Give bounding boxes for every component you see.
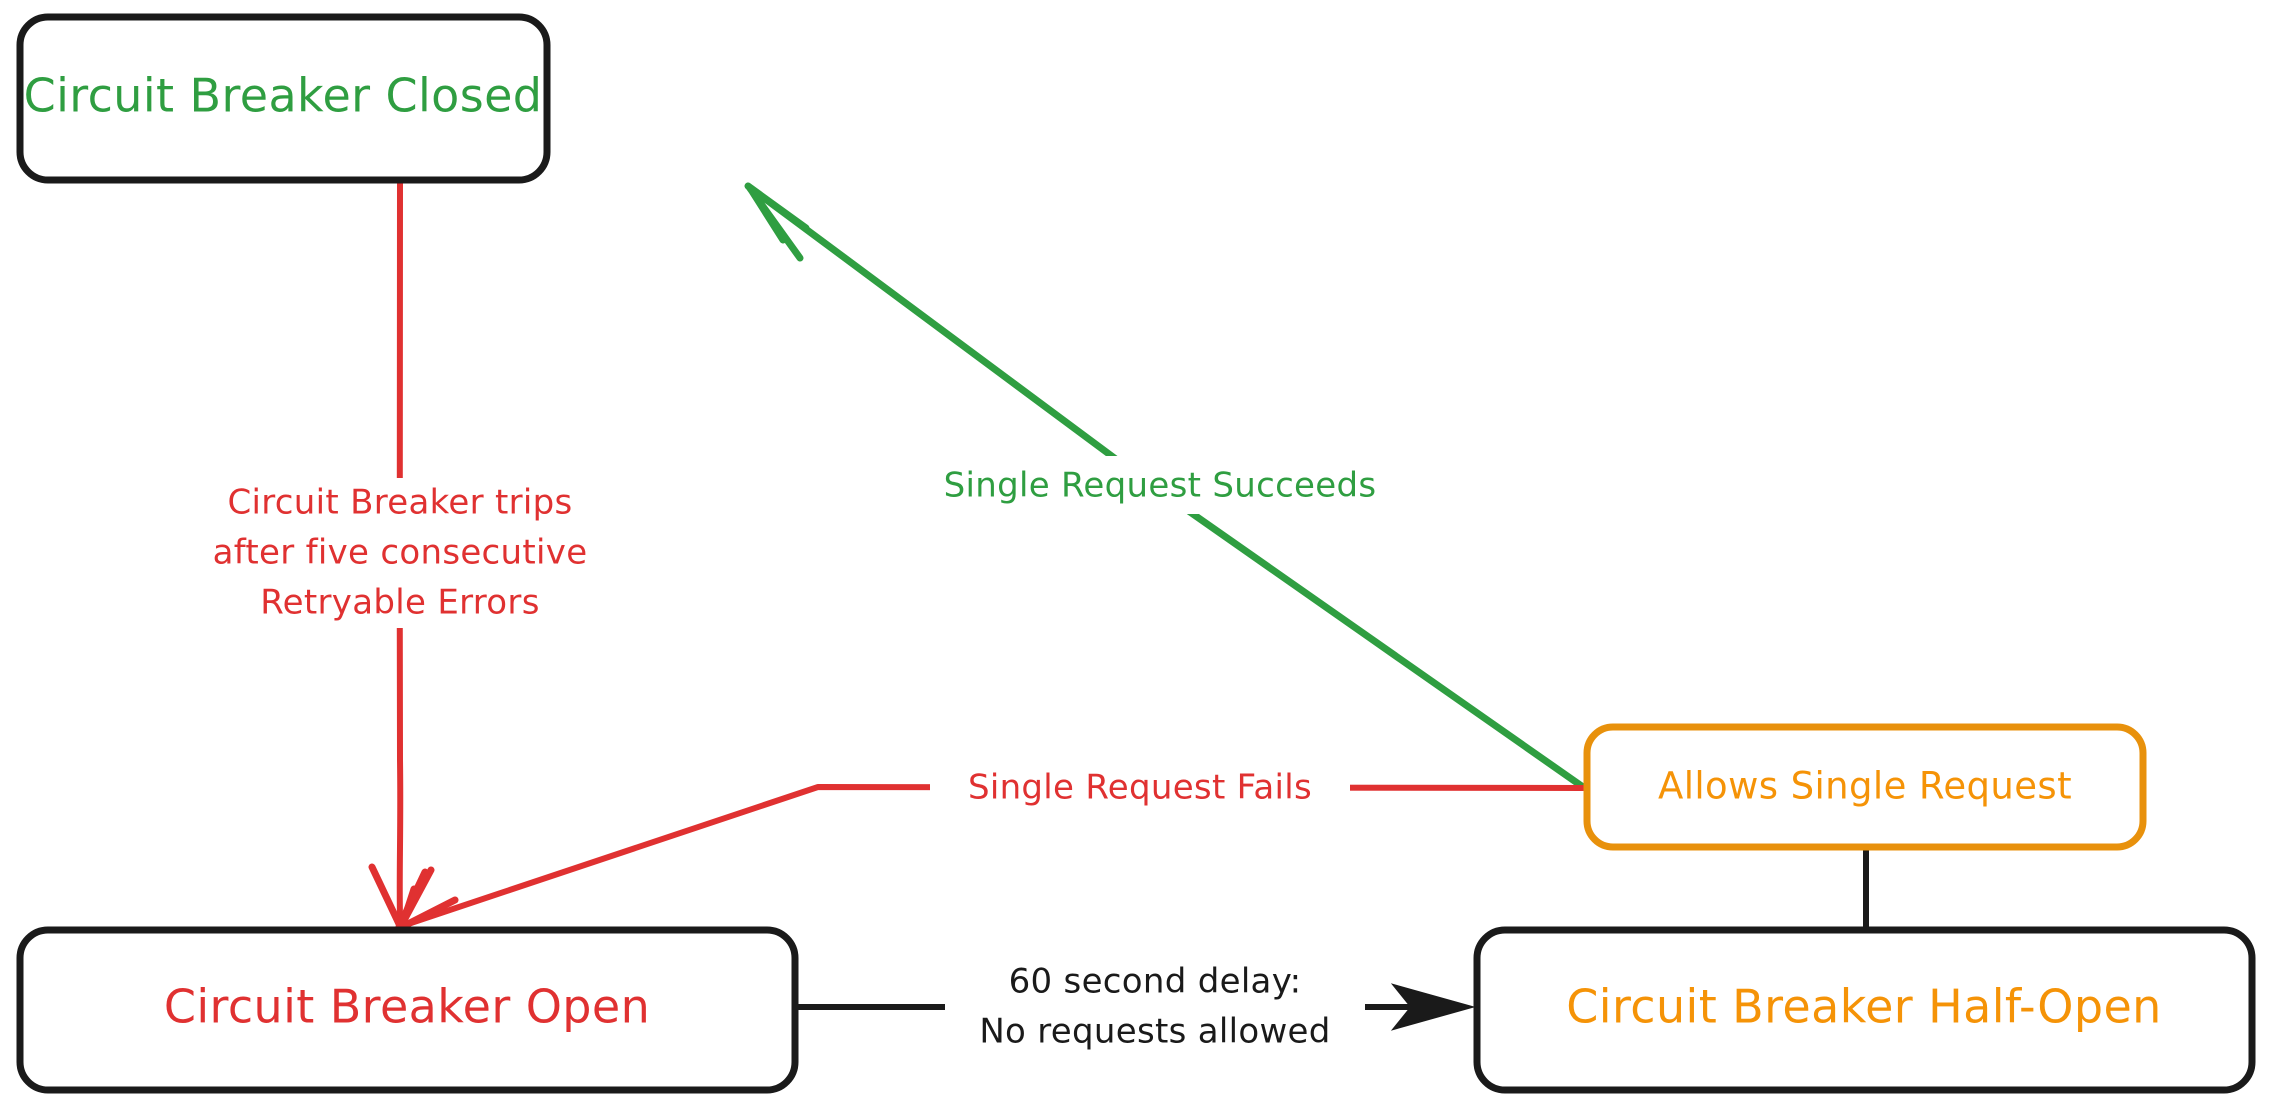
edge-label-closed-to-open-line-1: Circuit Breaker trips [227,483,572,523]
node-circuit-breaker-closed-label: Circuit Breaker Closed [24,69,543,123]
edge-label-allows-to-open-bg [930,760,1350,816]
node-circuit-breaker-half-open[interactable]: Circuit Breaker Half-Open [1473,926,2256,1094]
edge-open-to-halfopen-arrowhead [1390,983,1476,1031]
node-circuit-breaker-open-label: Circuit Breaker Open [164,980,650,1034]
node-allows-single-request-shape[interactable] [1583,723,2147,851]
node-circuit-breaker-closed[interactable]: Circuit Breaker Closed [16,13,551,184]
edge-label-allows-to-closed-text: Single Request Succeeds [944,466,1377,506]
node-circuit-breaker-open-shape[interactable] [16,926,799,1094]
node-circuit-breaker-half-open-shape[interactable] [1473,926,2256,1094]
node-circuit-breaker-half-open-label: Circuit Breaker Half-Open [1566,980,2161,1034]
edge-label-allows-to-closed-bg [910,456,1410,514]
edge-allows-to-open-arrowhead [395,868,459,932]
node-circuit-breaker-closed-shape[interactable] [16,13,551,184]
edge-label-open-to-halfopen-bg [945,955,1365,1060]
edge-label-open-to-halfopen-line-1: 60 second delay: [1009,962,1302,1002]
node-allows-single-request-label: Allows Single Request [1658,765,2072,808]
edge-allows-to-closed-arrowhead [744,182,810,262]
edge-label-open-to-halfopen: 60 second delay: No requests allowed [945,955,1365,1060]
edge-label-closed-to-open-line-3: Retryable Errors [260,583,539,623]
edge-label-allows-to-open-text: Single Request Fails [968,768,1312,808]
edge-label-allows-to-closed: Single Request Succeeds [910,456,1410,514]
edge-label-allows-to-open: Single Request Fails [930,760,1350,816]
edge-label-closed-to-open-line-2: after five consecutive [213,533,588,573]
edge-label-closed-to-open-bg [180,478,630,628]
edge-closed-to-open-line [396,178,404,921]
edge-label-closed-to-open: Circuit Breaker trips after five consecu… [180,478,630,628]
edge-label-open-to-halfopen-line-2: No requests allowed [979,1012,1330,1052]
node-allows-single-request[interactable]: Allows Single Request [1583,723,2147,851]
node-circuit-breaker-open[interactable]: Circuit Breaker Open [16,926,799,1094]
